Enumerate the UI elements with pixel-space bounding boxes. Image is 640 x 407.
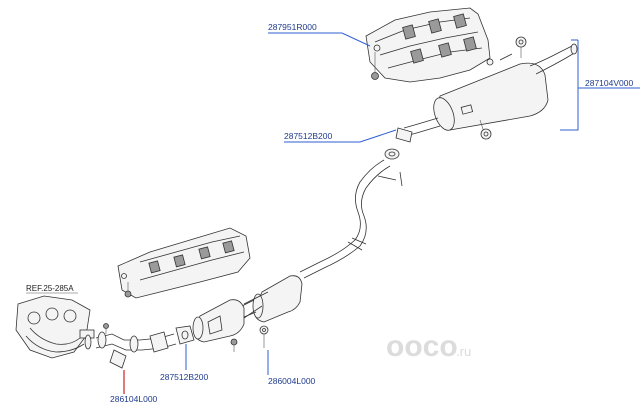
- front-pipe: [84, 323, 177, 369]
- label-rear-muffler[interactable]: 287104V000: [585, 78, 633, 88]
- label-front-gasket[interactable]: 287512B200: [160, 372, 208, 382]
- watermark-text: ooco: [386, 330, 458, 363]
- label-ref[interactable]: REF.25-285A: [26, 284, 74, 293]
- leader-rear-gasket: [284, 129, 397, 143]
- catalytic-converter: [192, 299, 245, 352]
- leader-muffler-bottom: [560, 88, 579, 131]
- watermark-suffix: .ru: [456, 344, 471, 359]
- rear-gasket: [384, 127, 413, 160]
- label-front-pipe[interactable]: 286104L000: [110, 394, 158, 404]
- exhaust-manifold: [15, 295, 95, 359]
- front-heat-shield: [117, 227, 251, 299]
- rear-heat-shield: [365, 7, 494, 83]
- rear-muffler: [403, 36, 578, 140]
- front-gasket: [175, 291, 269, 345]
- label-rear-gasket[interactable]: 287512B200: [284, 131, 332, 141]
- watermark-logo: ooco .ru: [386, 330, 471, 363]
- center-muffler: [229, 275, 303, 348]
- intermediate-pipe: [299, 159, 403, 279]
- label-heat-shield-rear[interactable]: 287951R000: [268, 22, 317, 32]
- leader-heat-shield: [268, 32, 371, 47]
- label-center-pipe[interactable]: 286004L000: [268, 376, 316, 386]
